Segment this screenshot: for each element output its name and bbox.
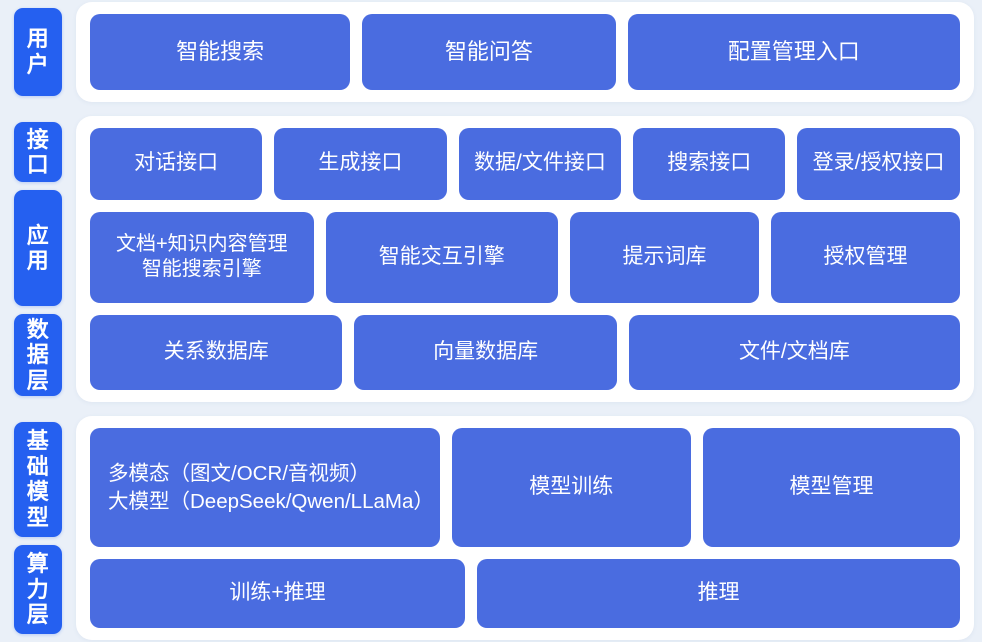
- box-vector-database[interactable]: 向量数据库: [354, 315, 617, 390]
- band-platform: 接口 应用 数据层 对话接口 生成接口 数据/文件接口 搜索接口 登录/授权接口…: [0, 116, 982, 402]
- rail-tab-data-layer-char-0: 数: [26, 316, 50, 342]
- box-model-management[interactable]: 模型管理: [702, 428, 961, 548]
- band-user-card: 智能搜索 智能问答 配置管理入口: [76, 2, 974, 102]
- box-file-document-store[interactable]: 文件/文档库: [628, 315, 960, 390]
- box-search-api[interactable]: 搜索接口: [633, 128, 786, 200]
- band-foundation-rail: 基础模型 算力层: [0, 416, 76, 640]
- row-interface: 对话接口 生成接口 数据/文件接口 搜索接口 登录/授权接口: [90, 128, 960, 200]
- box-model-training[interactable]: 模型训练: [451, 428, 691, 548]
- box-inference[interactable]: 推理: [477, 559, 960, 628]
- row-data: 关系数据库 向量数据库 文件/文档库: [90, 315, 960, 390]
- band-user-rail: 用户: [0, 2, 76, 102]
- row-application: 文档+知识内容管理 智能搜索引擎 智能交互引擎 提示词库 授权管理: [90, 211, 960, 303]
- box-smart-interaction-engine[interactable]: 智能交互引擎: [325, 211, 558, 303]
- rail-tab-interface[interactable]: 接口: [14, 122, 62, 183]
- rail-tab-application-char-0: 应: [26, 222, 50, 248]
- box-generation-api[interactable]: 生成接口: [274, 128, 447, 200]
- box-login-auth-api[interactable]: 登录/授权接口: [797, 128, 960, 200]
- rail-tab-data-layer-char-1: 据: [26, 342, 50, 368]
- rail-tab-foundation-model-char-0: 基: [26, 428, 50, 454]
- box-smart-qa[interactable]: 智能问答: [362, 14, 616, 90]
- band-user: 用户 智能搜索 智能问答 配置管理入口: [0, 2, 982, 102]
- rail-tab-user-char-1: 户: [26, 52, 50, 77]
- band-platform-rail: 接口 应用 数据层: [0, 116, 76, 402]
- rail-tab-user[interactable]: 用户: [14, 8, 62, 96]
- rail-tab-compute-layer-char-2: 层: [26, 602, 50, 628]
- rail-tab-interface-char-0: 接: [26, 126, 50, 152]
- rail-tab-foundation-model-char-1: 础: [26, 453, 50, 479]
- box-doc-knowledge-search-engine[interactable]: 文档+知识内容管理 智能搜索引擎: [90, 211, 314, 303]
- rail-tab-foundation-model[interactable]: 基础模型: [14, 422, 62, 537]
- rail-tab-user-char-0: 用: [26, 26, 50, 52]
- box-multimodal-large-model[interactable]: 多模态（图文/OCR/音视频） 大模型（DeepSeek/Qwen/LLaMa）: [90, 428, 440, 548]
- rail-tab-foundation-model-char-3: 型: [26, 504, 50, 530]
- row-compute: 训练+推理 推理: [90, 559, 960, 628]
- box-prompt-library[interactable]: 提示词库: [569, 211, 759, 303]
- box-training-plus-inference[interactable]: 训练+推理: [90, 559, 466, 628]
- band-foundation: 基础模型 算力层 多模态（图文/OCR/音视频） 大模型（DeepSeek/Qw…: [0, 416, 982, 640]
- rail-tab-compute-layer[interactable]: 算力层: [14, 544, 62, 635]
- box-relational-database[interactable]: 关系数据库: [90, 315, 343, 390]
- band-foundation-card: 多模态（图文/OCR/音视频） 大模型（DeepSeek/Qwen/LLaMa）…: [76, 416, 974, 640]
- rail-tab-application-char-1: 用: [26, 248, 50, 274]
- rail-tab-application[interactable]: 应用: [14, 190, 62, 307]
- rail-tab-data-layer[interactable]: 数据层: [14, 314, 62, 396]
- band-platform-card: 对话接口 生成接口 数据/文件接口 搜索接口 登录/授权接口 文档+知识内容管理…: [76, 116, 974, 402]
- row-model: 多模态（图文/OCR/音视频） 大模型（DeepSeek/Qwen/LLaMa）…: [90, 428, 961, 548]
- box-data-file-api[interactable]: 数据/文件接口: [458, 128, 622, 200]
- rail-tab-compute-layer-char-1: 力: [26, 576, 50, 602]
- row-user-entries: 智能搜索 智能问答 配置管理入口: [90, 14, 960, 90]
- rail-tab-foundation-model-char-2: 模: [26, 479, 50, 505]
- rail-tab-compute-layer-char-0: 算: [26, 551, 50, 577]
- box-config-management-entry[interactable]: 配置管理入口: [627, 14, 960, 90]
- rail-tab-data-layer-char-2: 层: [26, 367, 50, 393]
- rail-tab-interface-char-1: 口: [26, 152, 50, 178]
- box-authorization-management[interactable]: 授权管理: [770, 211, 960, 303]
- box-smart-search[interactable]: 智能搜索: [90, 14, 351, 90]
- box-dialog-api[interactable]: 对话接口: [90, 128, 263, 200]
